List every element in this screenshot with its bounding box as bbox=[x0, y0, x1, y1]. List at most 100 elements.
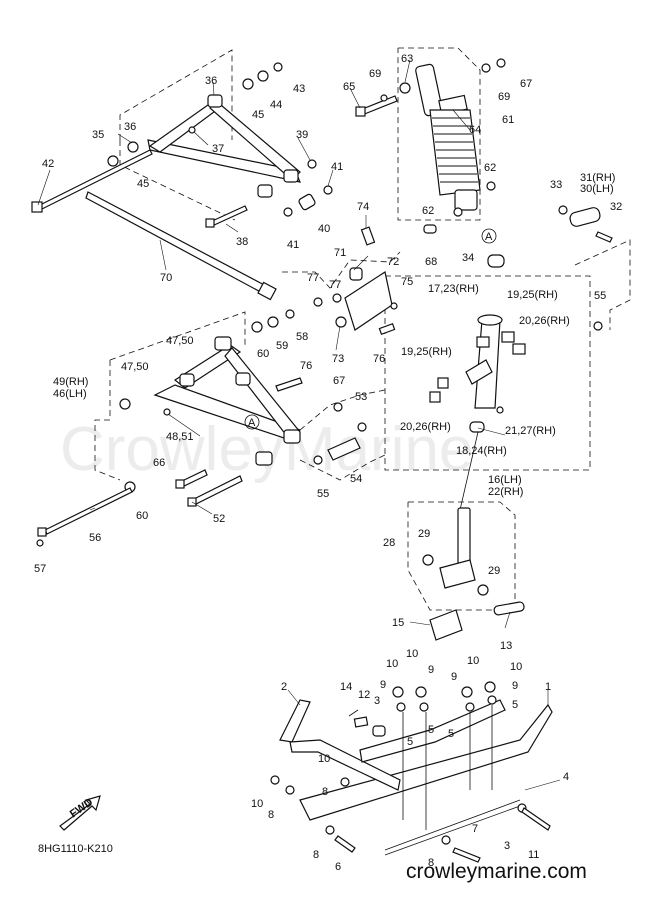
label-45a: 45 bbox=[252, 109, 264, 121]
label-62b: 62 bbox=[422, 205, 434, 217]
label-54: 54 bbox=[350, 473, 362, 485]
label-61: 61 bbox=[502, 114, 514, 126]
label-8c: 8 bbox=[313, 849, 319, 861]
label-73: 73 bbox=[332, 353, 344, 365]
footer-url[interactable]: crowleymarine.com bbox=[406, 860, 587, 883]
label-10b: 10 bbox=[406, 648, 418, 660]
label-10a: 10 bbox=[386, 658, 398, 670]
label-34: 34 bbox=[462, 252, 474, 264]
label-68: 68 bbox=[425, 256, 437, 268]
label-5b: 5 bbox=[428, 724, 434, 736]
label-12: 12 bbox=[358, 689, 370, 701]
label-42: 42 bbox=[42, 158, 54, 170]
label-32: 32 bbox=[610, 201, 622, 213]
callout-a-bottom: A bbox=[248, 417, 256, 429]
label-72: 72 bbox=[387, 256, 399, 268]
label-41b: 41 bbox=[287, 239, 299, 251]
label-47-50b: 47,50 bbox=[121, 361, 149, 373]
label-53: 53 bbox=[355, 391, 367, 403]
label-29a: 29 bbox=[418, 528, 430, 540]
label-9a: 9 bbox=[380, 679, 386, 691]
label-28: 28 bbox=[383, 537, 395, 549]
label-58: 58 bbox=[296, 331, 308, 343]
shock-absorber-group: A bbox=[355, 47, 506, 244]
label-31: 31(RH) bbox=[580, 172, 615, 184]
label-15: 15 bbox=[392, 617, 404, 629]
label-47-50a: 47,50 bbox=[166, 335, 194, 347]
label-67b: 67 bbox=[333, 375, 345, 387]
upper-arm-group bbox=[31, 49, 333, 301]
label-62a: 62 bbox=[484, 162, 496, 174]
label-20-26b: 20,26(RH) bbox=[400, 421, 451, 433]
diagram-code: 8HG1110-K210 bbox=[38, 843, 113, 855]
label-9d: 9 bbox=[512, 680, 518, 692]
label-10e: 10 bbox=[318, 753, 330, 765]
label-4: 4 bbox=[563, 771, 569, 783]
label-39: 39 bbox=[296, 129, 308, 141]
label-10f: 10 bbox=[251, 798, 263, 810]
label-67a: 67 bbox=[520, 78, 532, 90]
label-70: 70 bbox=[160, 272, 172, 284]
callout-a-top: A bbox=[485, 231, 493, 243]
label-69b: 69 bbox=[498, 91, 510, 103]
label-29b: 29 bbox=[488, 565, 500, 577]
label-36a: 36 bbox=[205, 75, 217, 87]
label-14: 14 bbox=[340, 681, 352, 693]
lower-arm-group: A bbox=[36, 311, 386, 547]
label-3b: 3 bbox=[504, 840, 510, 852]
label-55b: 55 bbox=[317, 488, 329, 500]
label-18-24: 18,24(RH) bbox=[456, 445, 507, 457]
label-20-26a: 20,26(RH) bbox=[519, 315, 570, 327]
label-55a: 55 bbox=[594, 290, 606, 302]
label-19-25a: 19,25(RH) bbox=[507, 289, 558, 301]
label-22: 22(RH) bbox=[488, 486, 523, 498]
forward-arrow-icon: FWD bbox=[59, 795, 101, 831]
spindle-group bbox=[429, 254, 603, 511]
label-5d: 5 bbox=[512, 699, 518, 711]
label-52: 52 bbox=[213, 513, 225, 525]
label-77b: 77 bbox=[329, 279, 341, 291]
label-33: 33 bbox=[550, 179, 562, 191]
label-37: 37 bbox=[212, 143, 224, 155]
label-5c: 5 bbox=[448, 728, 454, 740]
label-2: 2 bbox=[281, 681, 287, 693]
label-77a: 77 bbox=[307, 272, 319, 284]
label-44: 44 bbox=[270, 99, 282, 111]
label-16: 16(LH) bbox=[488, 474, 522, 486]
label-49: 49(RH) bbox=[53, 376, 88, 388]
label-6: 6 bbox=[335, 861, 341, 873]
label-75: 75 bbox=[401, 276, 413, 288]
label-64: 64 bbox=[469, 124, 481, 136]
leader-lines bbox=[37, 59, 561, 791]
label-10d: 10 bbox=[510, 661, 522, 673]
label-45b: 45 bbox=[137, 178, 149, 190]
label-21-27: 21,27(RH) bbox=[505, 425, 556, 437]
label-57: 57 bbox=[34, 563, 46, 575]
label-56: 56 bbox=[89, 532, 101, 544]
label-17-23: 17,23(RH) bbox=[428, 283, 479, 295]
label-36b: 36 bbox=[124, 121, 136, 133]
label-38: 38 bbox=[236, 236, 248, 248]
label-76a: 76 bbox=[373, 353, 385, 365]
label-1: 1 bbox=[545, 681, 551, 693]
label-48-51: 48,51 bbox=[166, 431, 194, 443]
label-30: 30(LH) bbox=[580, 183, 614, 195]
label-69a: 69 bbox=[369, 68, 381, 80]
label-60b: 60 bbox=[136, 510, 148, 522]
label-74: 74 bbox=[357, 201, 369, 213]
steering-arm-group bbox=[384, 205, 631, 471]
label-40: 40 bbox=[318, 223, 330, 235]
label-65: 65 bbox=[343, 81, 355, 93]
label-9b: 9 bbox=[428, 664, 434, 676]
label-8d: 8 bbox=[428, 857, 434, 869]
middle-linkage-group bbox=[251, 226, 401, 335]
label-3a: 3 bbox=[374, 695, 380, 707]
label-7: 7 bbox=[472, 823, 478, 835]
label-5a: 5 bbox=[407, 736, 413, 748]
label-10c: 10 bbox=[467, 655, 479, 667]
label-63: 63 bbox=[401, 53, 413, 65]
label-66: 66 bbox=[153, 457, 165, 469]
label-8b: 8 bbox=[268, 809, 274, 821]
label-59: 59 bbox=[276, 340, 288, 352]
